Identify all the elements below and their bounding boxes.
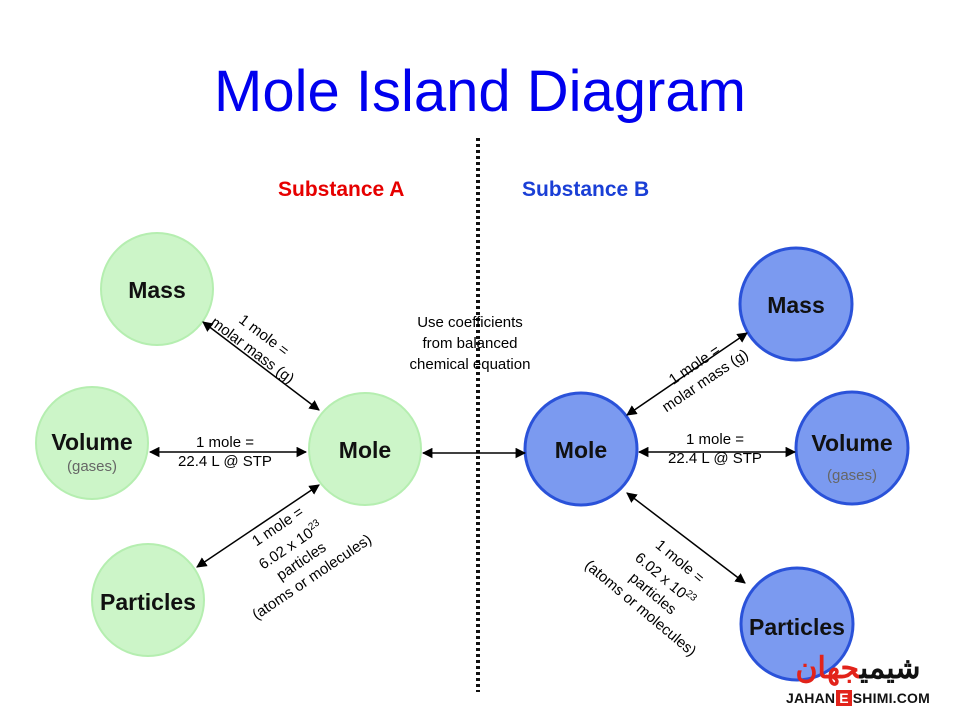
logo-persian-black: شیمی — [859, 652, 921, 685]
logo-latin-left: JAHAN — [785, 690, 836, 706]
particles-island-a — [91, 543, 205, 657]
page-title: Mole Island Diagram — [214, 59, 746, 124]
mole-island-a — [308, 392, 422, 506]
coefficients-note: Use coefficients from balanced chemical … — [360, 312, 580, 375]
substance-b-heading: Substance B — [522, 178, 650, 201]
volume-relation-b: 1 mole = 22.4 L @ STP — [645, 430, 785, 468]
mole-label-a: Mole — [338, 437, 392, 463]
arrow-mass-mole-a — [202, 321, 320, 411]
volume-relation-a-line1: 1 mole = — [196, 434, 254, 451]
volume-relation-a: 1 mole = 22.4 L @ STP — [155, 433, 295, 471]
particles-label-a: Particles — [100, 589, 196, 615]
volume-relation-a-line2: 22.4 L @ STP — [178, 453, 272, 470]
volume-relation-b-line2: 22.4 L @ STP — [668, 450, 762, 467]
logo-latin-e: E — [836, 690, 852, 706]
logo-persian-text: شیمیجهان — [778, 652, 938, 686]
volume-note-a: (gases) — [66, 458, 118, 475]
volume-label-b: Volume — [811, 430, 893, 456]
volume-relation-b-line1: 1 mole = — [686, 431, 744, 448]
arrow-mole-mass-b — [626, 332, 748, 416]
mass-label-b: Mass — [767, 292, 825, 318]
particles-label-b: Particles — [749, 614, 845, 640]
mass-label-a: Mass — [128, 277, 186, 303]
mole-label-b: Mole — [554, 437, 608, 463]
volume-island-a — [35, 386, 149, 500]
arrow-particles-mole-a — [196, 484, 320, 568]
logo-persian-red: جهان — [795, 652, 860, 685]
coefficients-note-line3: chemical equation — [409, 356, 531, 373]
volume-label-a: Volume — [51, 429, 133, 455]
volume-note-b: (gases) — [826, 467, 878, 484]
coefficients-note-line1: Use coefficients — [417, 314, 523, 331]
mass-island-b — [738, 246, 854, 362]
mass-island-a — [100, 232, 214, 346]
coefficients-note-line2: from balanced — [422, 335, 518, 352]
logo-latin-right: SHIMI.COM — [852, 690, 931, 706]
arrow-mole-particles-b — [626, 492, 746, 584]
substance-a-heading: Substance A — [278, 178, 405, 201]
particles-island-b — [739, 566, 855, 682]
